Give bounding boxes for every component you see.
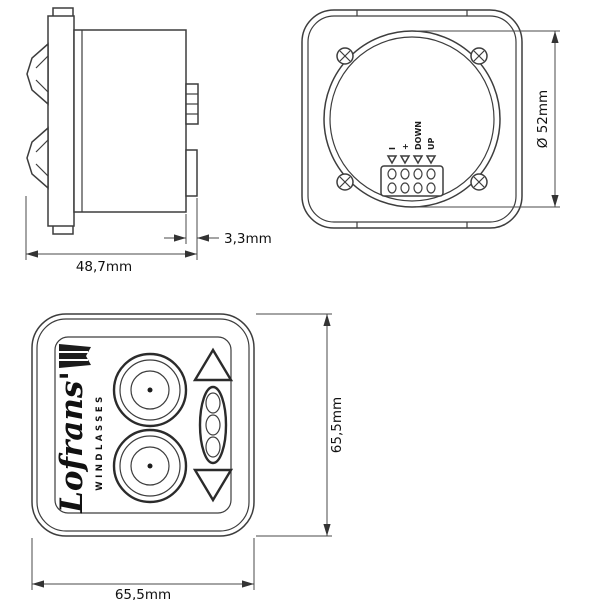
screw-icon — [336, 173, 354, 191]
brand-flag-icon — [59, 344, 91, 368]
dimension-height-label: 65,5mm — [329, 397, 345, 453]
back-view: I + DOWN UP Ø 52mm — [301, 9, 560, 229]
dimension-diameter-label: Ø 52mm — [535, 90, 551, 148]
dimension-depth: 48,7mm — [25, 196, 197, 275]
front-view: Lofrans' WINDLASSES — [31, 313, 345, 600]
terminal-label-up: UP — [427, 138, 436, 150]
terminal-label-i: I — [388, 147, 397, 150]
front-panel-inset — [54, 336, 232, 514]
terminal-pointer-icon — [412, 155, 424, 165]
brand-logo: Lofrans' WINDLASSES — [54, 344, 105, 514]
screw-icon — [470, 47, 488, 65]
terminal-label-plus: + — [401, 143, 410, 150]
dimension-panel-thickness-label: 3,3mm — [224, 231, 272, 247]
side-spring-clip-bottom — [26, 126, 49, 190]
terminal-pointer-icon — [399, 155, 411, 165]
dimension-depth-label: 48,7mm — [76, 259, 132, 275]
brand-name-text: Lofrans' — [54, 371, 90, 514]
back-housing-circle-inner — [329, 36, 495, 202]
button-bottom[interactable] — [112, 428, 188, 504]
chain-link-icon — [198, 385, 228, 465]
dimension-width: 65,5mm — [31, 538, 255, 600]
side-rear-plate — [47, 15, 75, 227]
side-connector — [185, 149, 198, 197]
screw-icon — [336, 47, 354, 65]
side-body — [73, 29, 187, 213]
back-housing-circle-outer — [323, 30, 501, 208]
dimension-panel-thickness: 3,3mm — [164, 198, 272, 260]
front-panel-mid — [36, 318, 250, 532]
side-spring-clip-top — [26, 42, 49, 106]
back-connector-block — [380, 165, 444, 197]
back-frame-inner — [307, 15, 517, 223]
dimension-height: 65,5mm — [256, 313, 345, 537]
screw-icon — [470, 173, 488, 191]
terminal-label-down: DOWN — [414, 121, 423, 150]
button-top[interactable] — [112, 352, 188, 428]
dimension-width-label: 65,5mm — [115, 587, 171, 600]
terminal-pointer-icon — [425, 155, 437, 165]
terminal-pointer-icon — [386, 155, 398, 165]
terminal-labels: I + DOWN UP — [386, 121, 437, 165]
dimension-diameter: Ø 52mm — [416, 30, 560, 208]
side-terminal-block — [185, 83, 199, 125]
side-view: 3,3mm 48,7mm — [25, 7, 272, 275]
brand-subtitle-text: WINDLASSES — [95, 393, 105, 491]
up-arrow-icon[interactable] — [192, 347, 234, 382]
down-arrow-icon[interactable] — [192, 468, 234, 503]
